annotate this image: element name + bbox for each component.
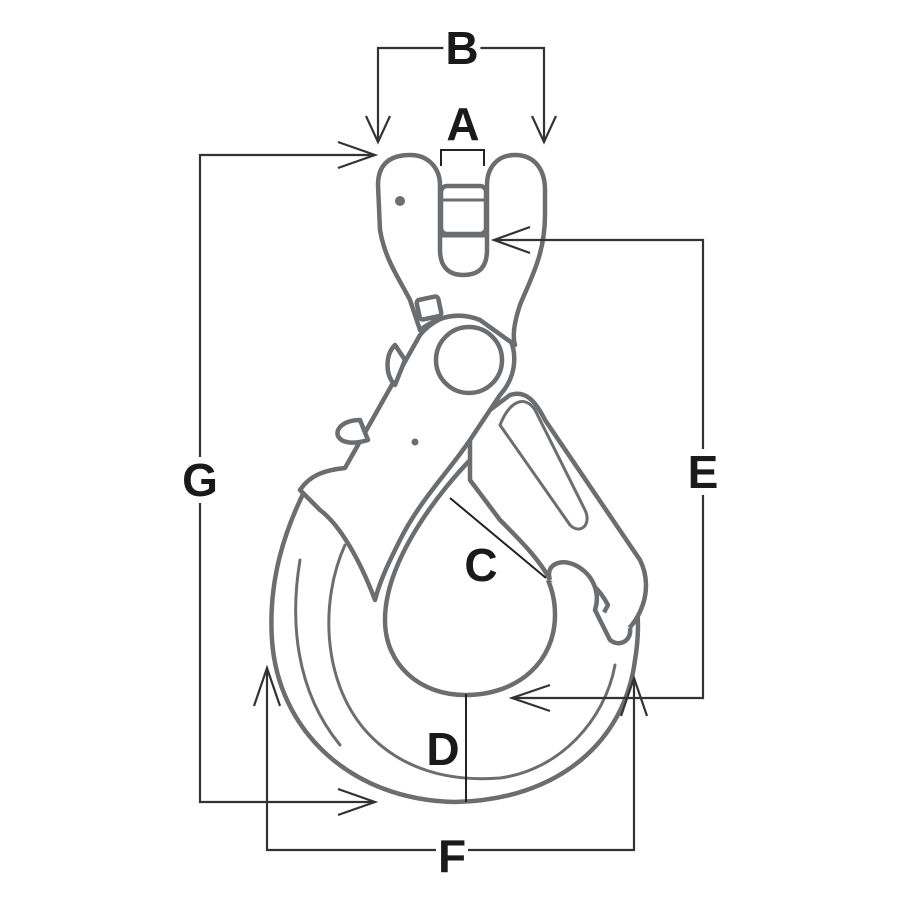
hook-bowl-outline (269, 487, 641, 805)
dimension-f-arrow-left (252, 664, 282, 707)
label-d: D (426, 723, 460, 775)
hook-throat-opening (382, 453, 558, 698)
label-b: B (443, 22, 481, 74)
dimension-e-arrow-bottom (508, 683, 551, 713)
dimension-c-line (449, 497, 547, 579)
lever-bump (385, 342, 408, 388)
dimension-b-arrow-left (365, 115, 391, 145)
dimension-f-arrow-right (619, 674, 649, 717)
latch-nose (546, 560, 633, 646)
clevis-dot (395, 196, 405, 206)
dimension-a-bracket (440, 149, 485, 166)
pivot-pin (433, 324, 505, 396)
dimension-e-arrow-top (490, 225, 531, 255)
label-f: F (435, 830, 469, 882)
hook-bowl-groove (327, 543, 617, 781)
clevis-pin (438, 183, 489, 237)
shank-dot (411, 438, 419, 446)
trigger-lever (335, 417, 371, 445)
label-e: E (685, 446, 721, 498)
dimension-g-arrow-top (337, 140, 379, 170)
retaining-tab (414, 294, 444, 322)
label-a: A (444, 98, 482, 150)
dimension-b-arrow-right (531, 115, 557, 145)
hook-bowl-groove-inner (294, 558, 342, 747)
latch-slot (498, 400, 589, 531)
label-g: G (180, 454, 220, 506)
label-c: C (464, 539, 498, 591)
clevis-hook-drawing (269, 152, 649, 805)
dimension-g-arrow-bottom (337, 787, 379, 817)
